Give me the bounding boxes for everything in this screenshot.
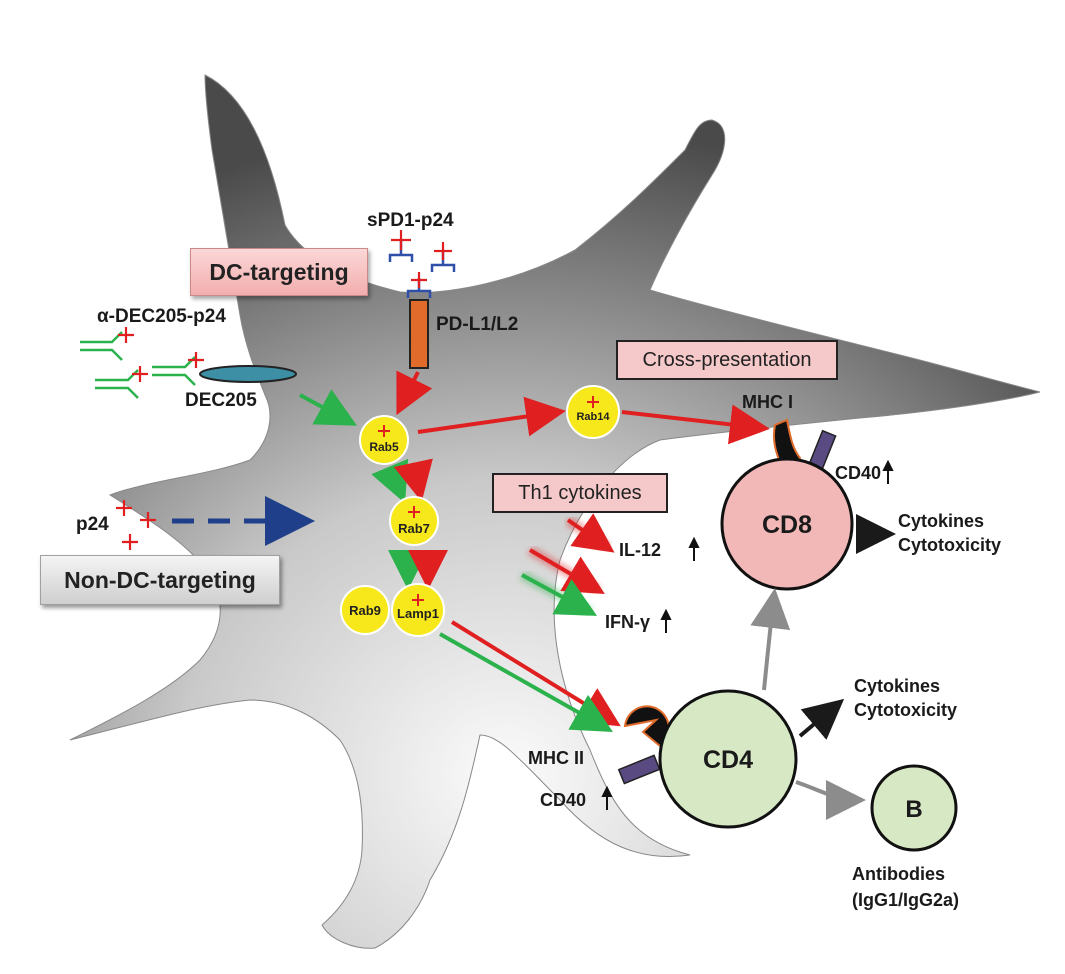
pd-l1-l2-receptor <box>409 299 429 369</box>
p24-antigen-stars <box>116 230 452 550</box>
antibodies-line1: Antibodies <box>852 864 945 884</box>
spd1-p24-label: sPD1-p24 <box>367 210 454 231</box>
rab7-vesicle: Rab7 <box>389 496 439 546</box>
cd4-t-cell: CD4 <box>658 689 798 829</box>
rab7-label: Rab7 <box>398 521 430 536</box>
b-label: B <box>905 796 922 823</box>
cd8-t-cell: CD8 <box>720 457 854 591</box>
rab9-vesicle: Rab9 <box>340 585 390 635</box>
mhc-i-label: MHC I <box>742 392 793 412</box>
increase-indicators <box>601 459 894 810</box>
dec205-receptor <box>199 365 297 383</box>
rab14-label: Rab14 <box>576 411 610 423</box>
cd40-top-label: CD40 <box>835 463 881 483</box>
th1-cytokines-box: Th1 cytokines <box>492 473 668 513</box>
cd4-output-line2: Cytotoxicity <box>854 700 957 720</box>
cytokine-secretion-arrows <box>519 513 615 617</box>
cd8-output-line2: Cytotoxicity <box>898 535 1001 555</box>
rab14-vesicle: Rab14 <box>566 385 620 439</box>
cd4-output-line1: Cytokines <box>854 676 940 696</box>
lamp1-label: Lamp1 <box>397 606 439 621</box>
il12-label: IL-12 <box>619 540 661 560</box>
cross-presentation-box: Cross-presentation <box>616 340 838 380</box>
cell-output-arrows <box>750 514 896 820</box>
cd8-label: CD8 <box>762 511 812 539</box>
spd1-p24-ligands <box>388 240 456 298</box>
cd40-bottom-label: CD40 <box>540 790 586 810</box>
dc-targeting-box: DC-targeting <box>190 248 368 296</box>
lamp1-vesicle: Lamp1 <box>391 583 445 637</box>
cd40-bottom-molecule <box>617 754 661 785</box>
rab5-vesicle: Rab5 <box>359 415 409 465</box>
cd4-label: CD4 <box>703 746 753 774</box>
dec205-antibodies <box>80 331 196 399</box>
p24-label: p24 <box>76 514 109 535</box>
rab5-label: Rab5 <box>369 440 399 454</box>
mhc-ii-label: MHC II <box>528 748 584 768</box>
antibodies-line2: (IgG1/IgG2a) <box>852 890 959 910</box>
a-dec205-p24-label: α-DEC205-p24 <box>97 306 226 327</box>
non-dc-targeting-box: Non-DC-targeting <box>40 555 280 605</box>
b-cell: B <box>870 764 958 852</box>
trafficking-arrows <box>299 370 770 732</box>
ifn-gamma-label: IFN-γ <box>605 612 650 632</box>
rab9-label: Rab9 <box>349 603 381 618</box>
pd-l1-l2-label: PD-L1/L2 <box>436 314 518 335</box>
dec205-label: DEC205 <box>185 390 257 411</box>
cd8-output-line1: Cytokines <box>898 511 984 531</box>
